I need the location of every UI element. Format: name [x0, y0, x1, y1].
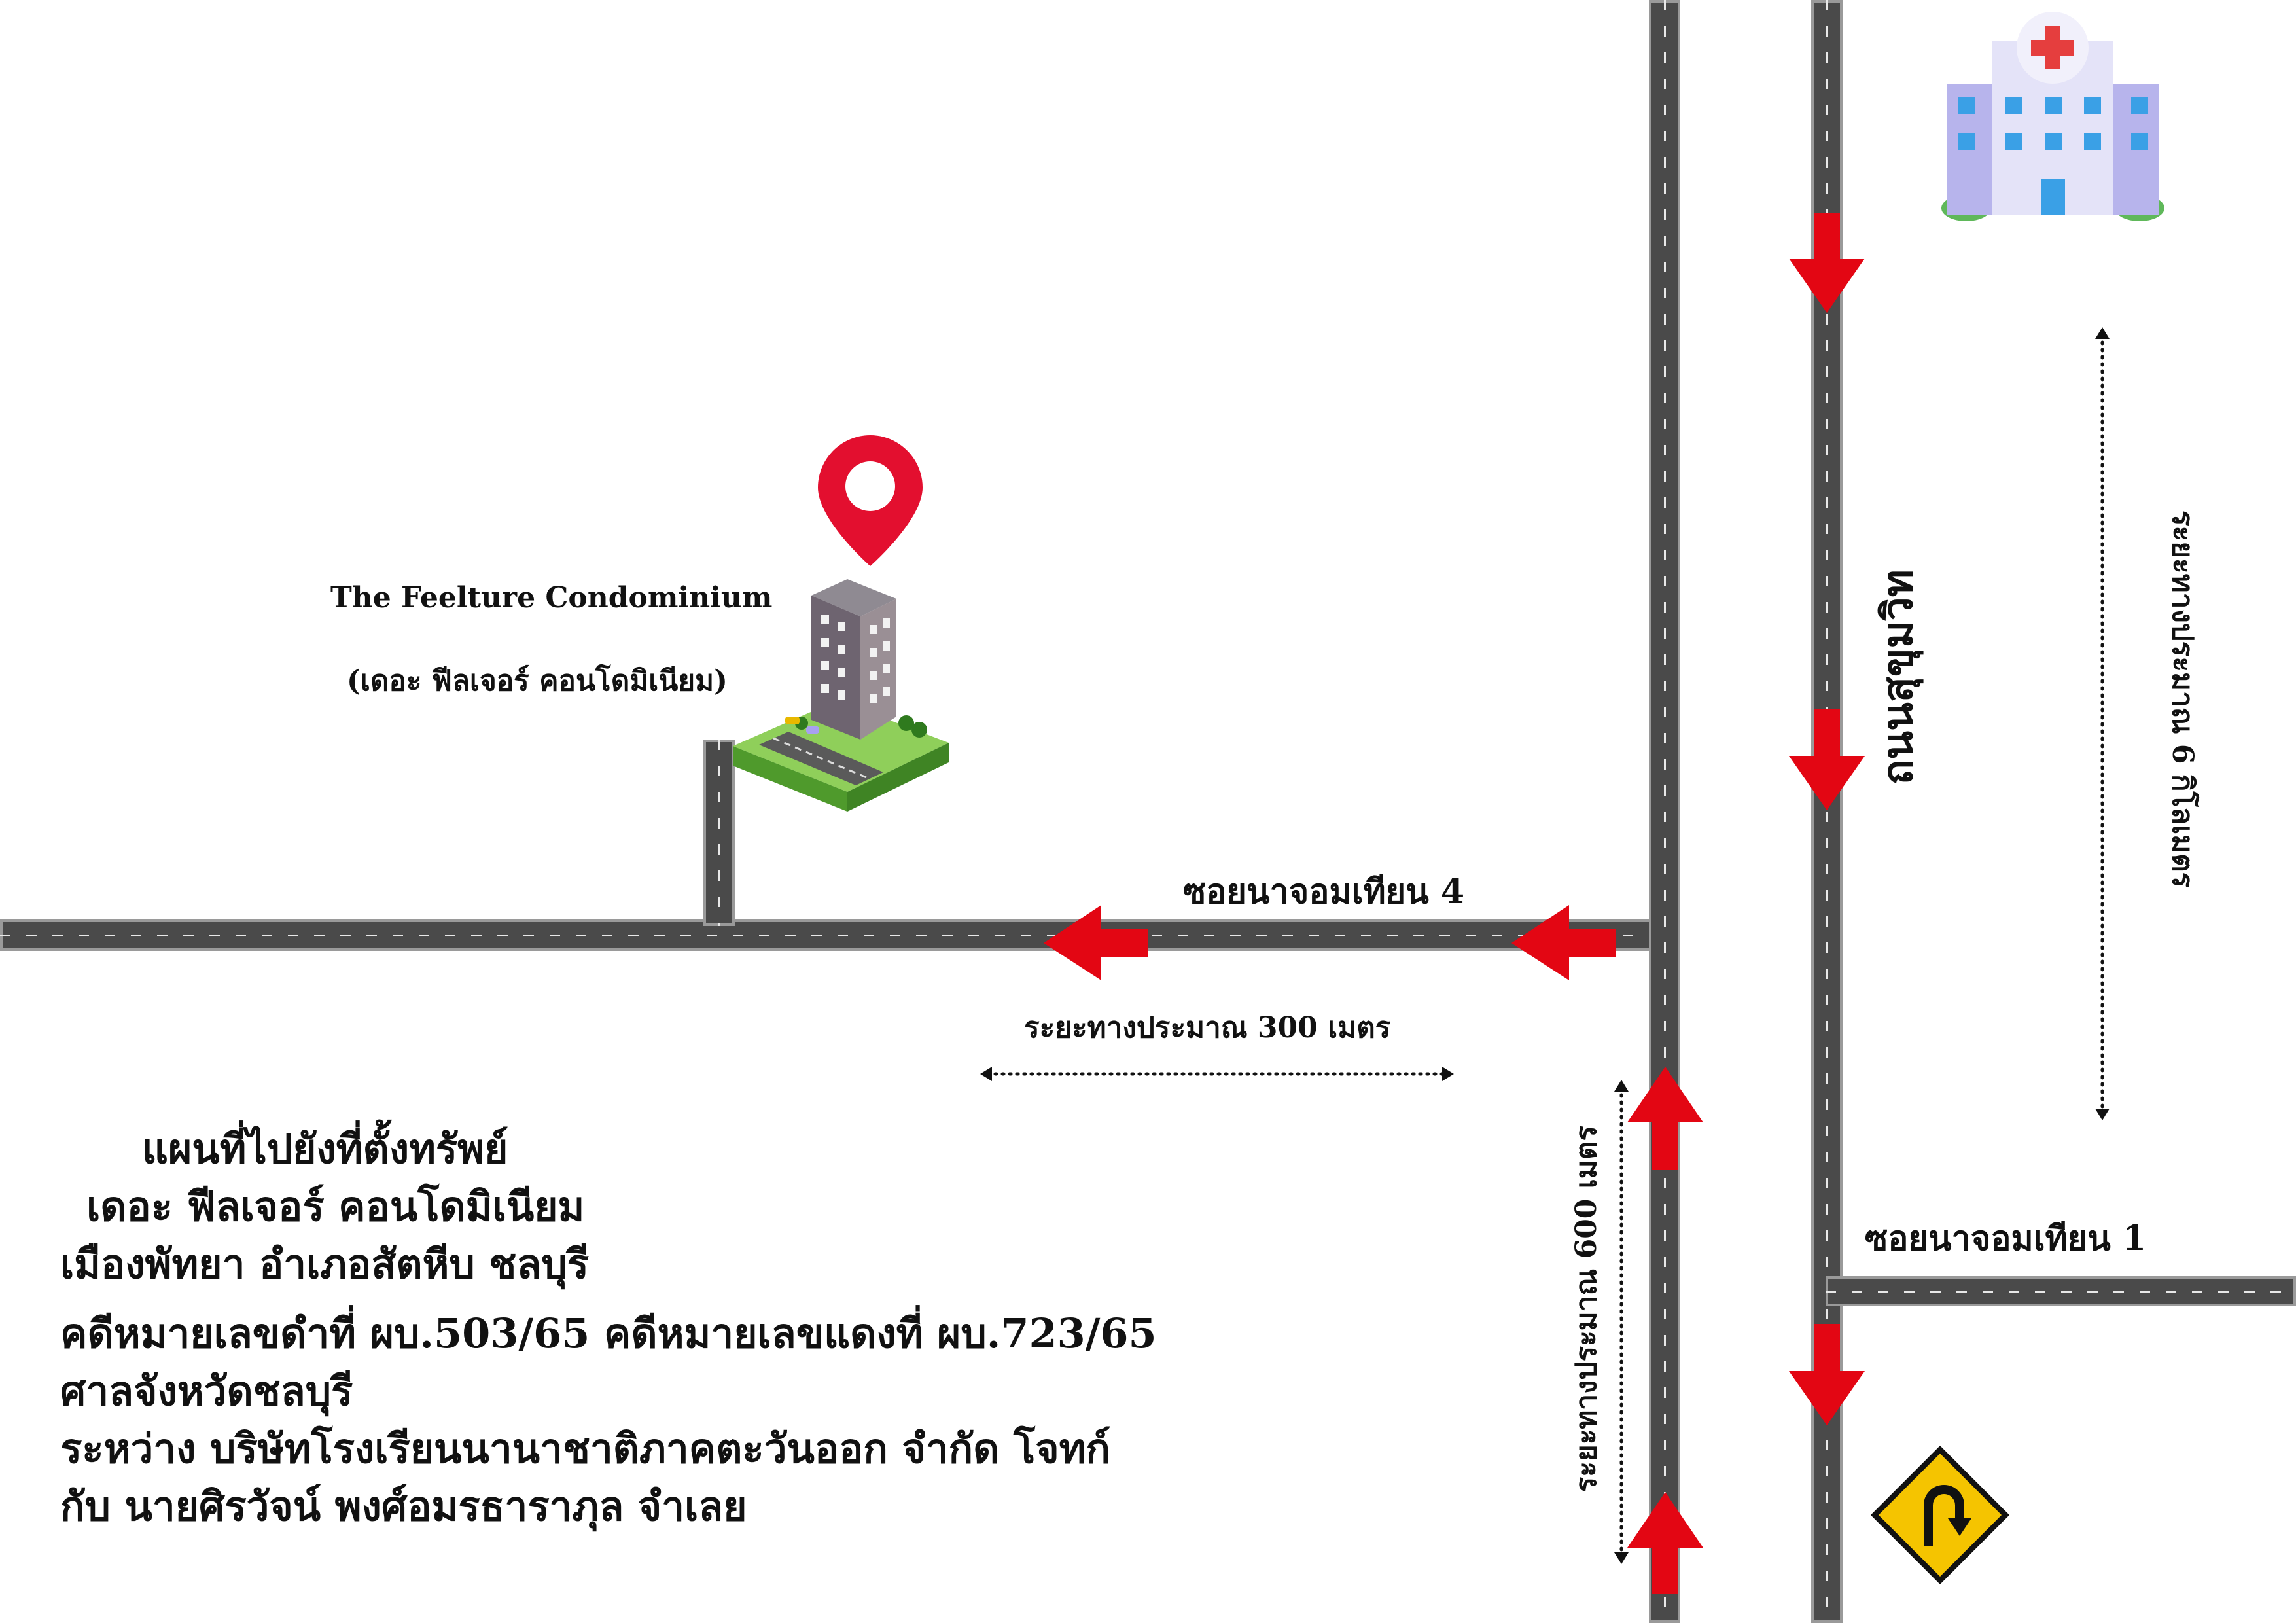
u-turn-sign-icon — [1871, 1446, 2009, 1584]
arrow-left-1 — [1511, 905, 1616, 980]
arrow-down-2 — [1789, 709, 1865, 810]
arrow-up-2 — [1627, 1492, 1703, 1594]
arrow-down-3 — [1789, 1324, 1865, 1425]
case-number-line: คดีหมายเลขดำที่ ผบ.503/65 คดีหมายเลขแดงท… — [60, 1310, 1157, 1357]
road-connector — [1649, 0, 1680, 1623]
arrow-up-1 — [1627, 1067, 1703, 1170]
map-info-block: แผนที่ไปยังที่ตั้งทรัพย์ เดอะ ฟีลเจอร์ ค… — [60, 1120, 1157, 1535]
road-condo-access — [703, 740, 735, 926]
road-soi-najomtien-1 — [1826, 1276, 2296, 1306]
distance-label-soi4: ระยะทางประมาณ 300 เมตร — [1024, 1011, 1391, 1044]
condominium-building-icon — [733, 579, 949, 812]
arrow-left-2 — [1044, 905, 1148, 980]
road-name-soi1: ซอยนาจอมเทียน 1 — [1865, 1219, 2147, 1258]
map-title-line2: เดอะ ฟีลเจอร์ คอนโดมิเนียม — [86, 1183, 585, 1230]
property-name-en: The Feelture Condominium — [330, 581, 773, 615]
road-soi-najomtien-4 — [0, 919, 1662, 951]
map-pin-icon — [818, 435, 923, 566]
arrow-down-1 — [1789, 213, 1865, 313]
map-title-line3: เมืองพัทยา อำเภอสัตหีบ ชลบุรี — [60, 1240, 590, 1288]
hospital-icon — [1941, 12, 2164, 221]
distance-label-connector: ระยะทางประมาณ 600 เมตร — [1570, 1126, 1603, 1493]
road-name-soi4: ซอยนาจอมเทียน 4 — [1183, 872, 1465, 912]
map-title-line1: แผนที่ไปยังที่ตั้งทรัพย์ — [142, 1125, 508, 1173]
parties-line2: กับ นายศิรวัจน์ พงศ์อมรธาราภุล จำเลย — [60, 1482, 747, 1530]
parties-line1: ระหว่าง บริษัทโรงเรียนนานาชาติภาคตะวันออ… — [60, 1425, 1111, 1472]
road-name-sukhumvit: ถนนสุขุมวิท — [1873, 569, 1922, 785]
court-line: ศาลจังหวัดชลบุรี — [60, 1367, 353, 1415]
property-name-th: (เดอะ ฟีลเจอร์ คอนโดมิเนียม) — [347, 664, 728, 698]
distance-label-sukhumvit: ระยะทางประมาณ 6 กิโลเมตร — [2166, 510, 2199, 888]
